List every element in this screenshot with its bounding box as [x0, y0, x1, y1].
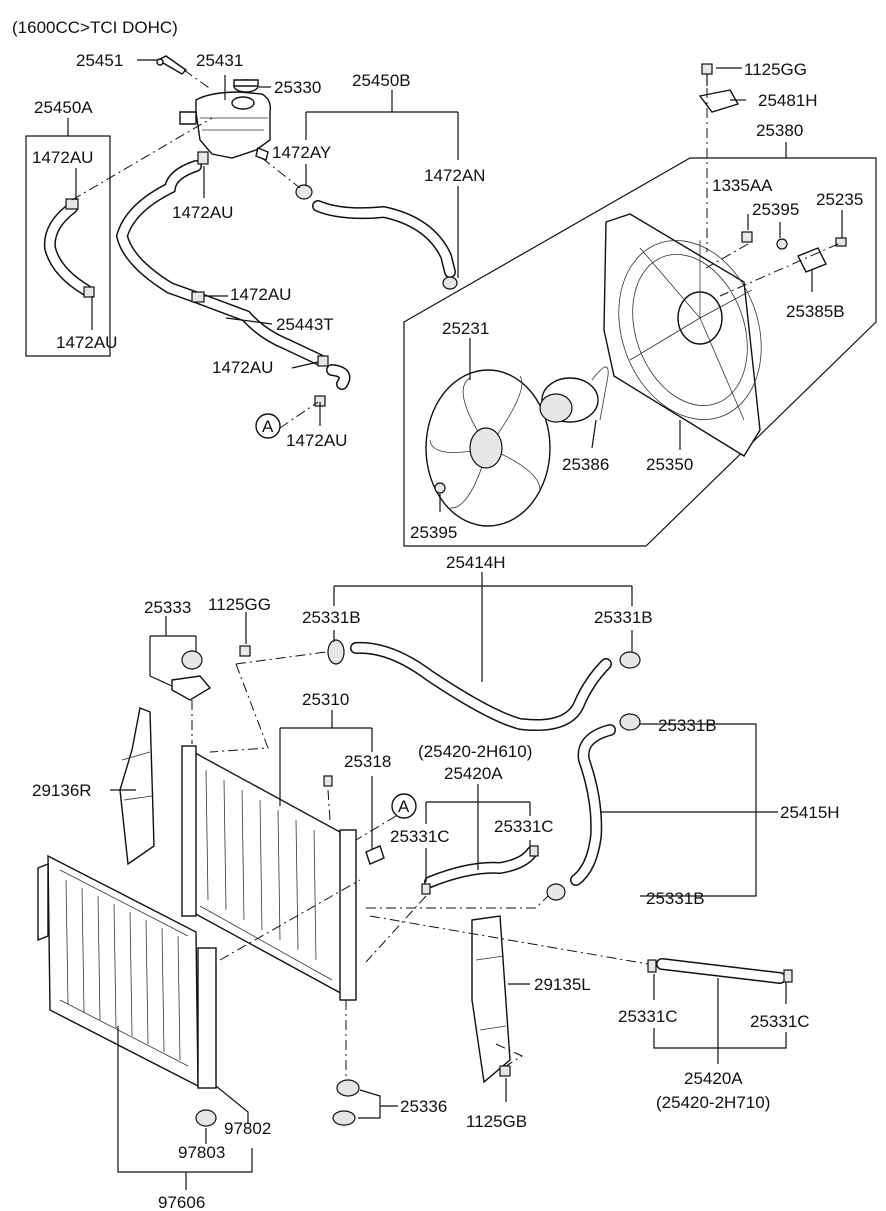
clip-1472au-mid-center-illustration — [191, 291, 205, 303]
clip-1472au-top-left-illustration — [65, 198, 79, 210]
label-1335aa: 1335AA — [712, 176, 773, 195]
fan-blade-25231-illustration — [425, 369, 551, 527]
label-25331c-a: 25331C — [390, 827, 450, 846]
label-25331b-c: 25331B — [658, 716, 717, 735]
label-25395-top: 25395 — [752, 200, 799, 219]
label-25231: 25231 — [442, 319, 489, 338]
clamp-25331b-upper-right-illustration — [619, 651, 641, 669]
clip-1472au-upper-center-illustration — [197, 151, 209, 165]
air-guard-29136r-illustration — [119, 707, 155, 866]
radiator-25310-illustration — [181, 745, 357, 1001]
label-25450a: 25450A — [34, 98, 93, 117]
bolt-25451-illustration — [156, 55, 188, 75]
label-1472ay: 1472AY — [272, 143, 331, 162]
clamp-25331b-mid-right-illustration — [619, 713, 641, 731]
label-25415h: 25415H — [780, 803, 840, 822]
bracket-25481h-illustration — [698, 89, 740, 113]
clip-1472au-lower-center-illustration — [317, 355, 329, 367]
callout-a-upper: A — [262, 417, 274, 436]
clip-1472ay-illustration — [295, 184, 313, 200]
label-25414h: 25414H — [446, 553, 506, 572]
callout-a-lower: A — [398, 797, 410, 816]
label-1472au-c: 1472AU — [230, 285, 291, 304]
clip-1472au-bottom-left-illustration — [83, 286, 95, 298]
reservoir-cap-illustration — [233, 79, 259, 93]
drain-plug-25336-illustration — [332, 1079, 360, 1126]
fan-motor-25386-illustration — [539, 366, 609, 423]
air-guard-29135l-illustration — [471, 915, 511, 1084]
label-1125gb: 1125GB — [466, 1112, 527, 1131]
label-25420a-top: 25420A — [444, 764, 503, 783]
label-25330: 25330 — [274, 78, 321, 97]
label-97803: 97803 — [178, 1143, 225, 1162]
label-25336: 25336 — [400, 1097, 447, 1116]
label-25481h: 25481H — [758, 91, 818, 110]
bolt-1125gb-illustration — [499, 1065, 511, 1077]
bracket-25318-illustration — [365, 845, 385, 865]
label-25420a-bottom: 25420A — [684, 1069, 743, 1088]
label-97802: 97802 — [224, 1119, 271, 1138]
label-25451: 25451 — [76, 51, 123, 70]
label-1125gg-mid: 1125GG — [208, 595, 271, 614]
label-25318: 25318 — [344, 752, 391, 771]
label-25331c-d: 25331C — [750, 1012, 810, 1031]
clamp-25331b-upper-left-illustration — [327, 639, 345, 665]
label-25350: 25350 — [646, 455, 693, 474]
label-1125gg-top: 1125GG — [744, 60, 807, 79]
label-25386: 25386 — [562, 455, 609, 474]
label-25450b: 25450B — [352, 71, 411, 90]
label-1472au-b: 1472AU — [172, 203, 233, 222]
receiver-drier-97802-illustration — [197, 947, 217, 1089]
clip-1335aa-illustration — [741, 231, 753, 243]
clip-1472an-illustration — [442, 276, 458, 290]
clamp-25331c-lower-right-illustration — [783, 969, 793, 983]
label-29136r: 29136R — [32, 781, 92, 800]
label-25385b: 25385B — [786, 302, 845, 321]
label-25420-2h610: (25420-2H610) — [418, 742, 532, 761]
label-1472au-e: 1472AU — [212, 358, 273, 377]
bolt-25235-illustration — [835, 237, 847, 247]
label-25331b-d: 25331B — [646, 889, 705, 908]
clamp-25331c-upper-right-illustration — [529, 845, 539, 857]
fan-shroud-25350-illustration — [603, 213, 762, 457]
label-25443t: 25443T — [276, 315, 334, 334]
label-25420-2h710: (25420-2H710) — [656, 1093, 770, 1112]
clamp-25331c-lower-left-illustration — [647, 959, 657, 973]
clamp-25331c-upper-left-illustration — [421, 883, 431, 895]
connector-25385b-illustration — [797, 247, 827, 273]
reservoir-tank-illustration — [179, 91, 272, 161]
cap-25318-small-illustration — [323, 775, 333, 787]
bolt-1125gg-top-illustration — [701, 63, 713, 86]
fan-assembly-frame — [403, 157, 877, 547]
bracket-25333-illustration — [171, 650, 212, 701]
label-25310: 25310 — [302, 690, 349, 709]
label-1472au-f: 1472AU — [286, 431, 347, 450]
label-25395-bottom: 25395 — [410, 523, 457, 542]
label-1472an: 1472AN — [424, 166, 485, 185]
label-29135l: 29135L — [534, 975, 591, 994]
label-25333: 25333 — [144, 598, 191, 617]
engine-spec-header: (1600CC>TCI DOHC) — [12, 18, 178, 37]
grommet-25395-bottom-illustration — [434, 482, 446, 494]
label-25331b-a: 25331B — [302, 608, 361, 627]
clamp-25331b-lower-right-illustration — [546, 883, 566, 901]
label-1472au-a: 1472AU — [32, 148, 93, 167]
bolt-1125gg-mid-illustration — [239, 645, 251, 657]
label-25380: 25380 — [756, 121, 803, 140]
label-25431: 25431 — [196, 51, 243, 70]
label-25331c-b: 25331C — [494, 817, 554, 836]
label-1472au-d: 1472AU — [56, 333, 117, 352]
label-97606: 97606 — [158, 1193, 205, 1211]
grommet-25395-top-illustration — [776, 238, 788, 250]
label-25331c-c: 25331C — [618, 1007, 678, 1026]
label-25331b-b: 25331B — [594, 608, 653, 627]
label-25235: 25235 — [816, 190, 863, 209]
cap-97803-illustration — [195, 1109, 217, 1127]
